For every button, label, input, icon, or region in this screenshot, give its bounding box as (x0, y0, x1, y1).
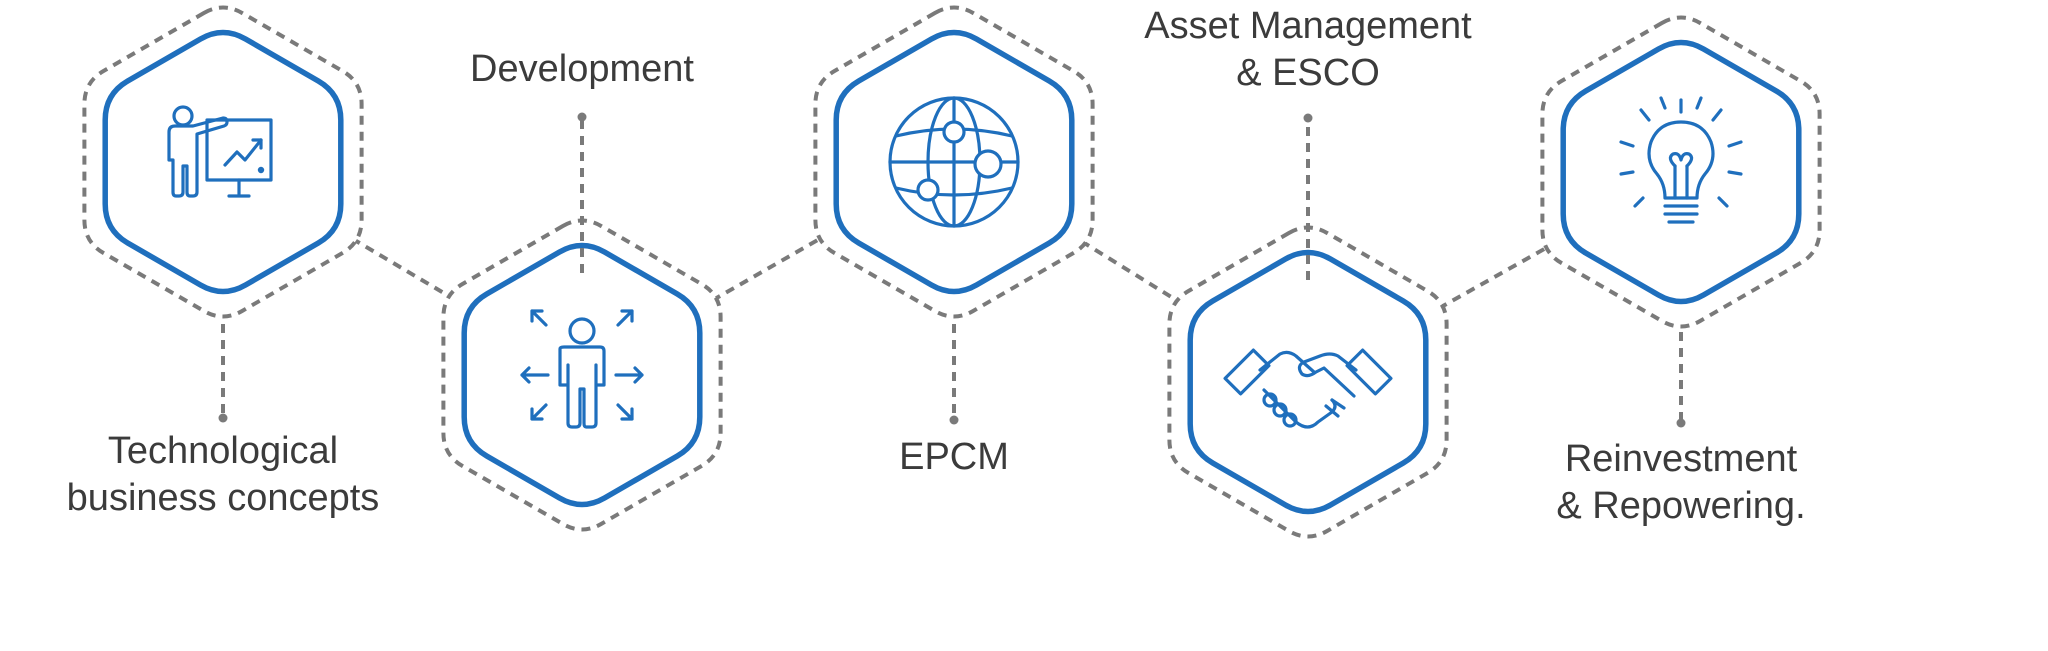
inner-hexagon (461, 242, 703, 508)
inner-hexagon (1187, 249, 1429, 515)
hexagon-node (1167, 113, 1449, 539)
stem-dot (218, 413, 228, 423)
step-label-reinvestment-repowering: Reinvestment & Repowering. (1471, 436, 1891, 530)
stem-dot (1303, 113, 1313, 123)
label-line: Reinvestment (1564, 438, 1798, 480)
label-line: business concepts (66, 477, 380, 519)
hexagon-node (1540, 15, 1822, 428)
label-line: & Repowering. (1556, 485, 1806, 527)
connector-line (1080, 239, 1182, 305)
label-line: Technological (107, 430, 339, 472)
inner-hexagon (1560, 39, 1802, 305)
hexagon-connectors (350, 234, 1552, 311)
icons-layer (167, 96, 1743, 429)
hexagon-node (441, 112, 723, 532)
stem-dot (1676, 418, 1686, 428)
step-label-technological-business-concepts: Technological business concepts (13, 428, 433, 522)
label-line: Development (470, 48, 694, 90)
stem-dot (577, 112, 587, 122)
handshake-icon (1223, 348, 1393, 429)
lightbulb-icon (1619, 96, 1743, 224)
label-line: Asset Management (1144, 5, 1472, 47)
step-label-epcm: EPCM (744, 434, 1164, 481)
person-arrows-icon (520, 309, 644, 429)
globe-network-icon (888, 96, 1020, 228)
connector-line (1437, 243, 1552, 311)
connector-line (350, 236, 455, 301)
step-label-asset-management-esco: Asset Management & ESCO (1098, 3, 1518, 97)
stem-dot (949, 415, 959, 425)
connector-line (711, 234, 825, 303)
hexagon-node (82, 5, 364, 423)
step-label-development: Development (372, 46, 792, 93)
hexagon-layer (82, 5, 1822, 539)
presentation-icon (167, 105, 273, 198)
label-line: & ESCO (1236, 52, 1380, 94)
label-line: EPCM (899, 436, 1009, 478)
inner-hexagon (102, 29, 344, 295)
